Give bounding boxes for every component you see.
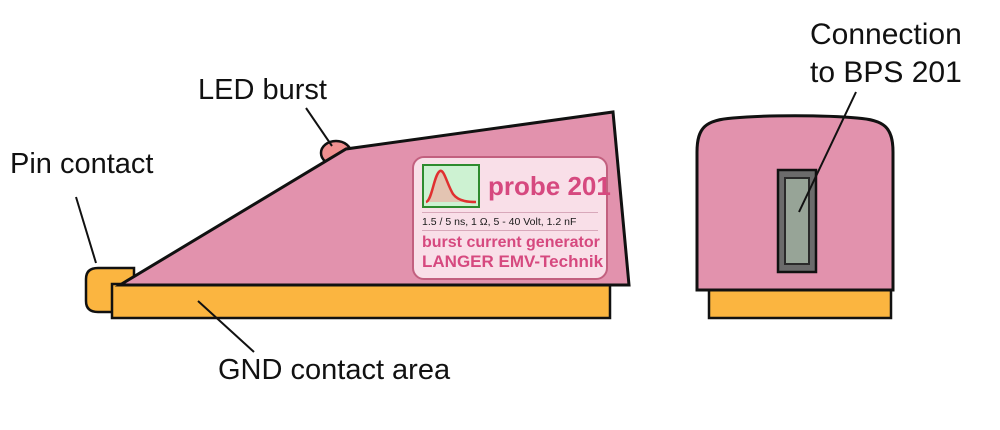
pulse-waveform-icon	[422, 164, 480, 208]
label-manufacturer: LANGER EMV-Technik	[422, 252, 604, 271]
bps-connection-slot-inner	[784, 177, 810, 265]
gnd-contact-area-label: GND contact area	[218, 354, 451, 386]
label-device-type: burst current generator	[422, 234, 600, 251]
label-product-name: probe 201	[488, 170, 611, 201]
end-view-base	[707, 288, 893, 320]
bps-connection-leader-line	[798, 91, 857, 213]
product-label: probe 201 1.5 / 5 ns, 1 Ω, 5 - 40 Volt, …	[412, 156, 611, 280]
label-specs: 1.5 / 5 ns, 1 Ω, 5 - 40 Volt, 1.2 nF	[422, 212, 598, 231]
connection-bps-label-line2: to BPS 201	[810, 55, 962, 89]
gnd-contact-leader-line	[197, 300, 255, 353]
product-label-header: probe 201	[422, 164, 611, 208]
connection-bps-label-line1: Connection	[810, 18, 962, 51]
connection-bps-label: Connection to BPS 201	[810, 16, 962, 91]
led-burst-leader-line	[305, 107, 333, 147]
pin-contact-leader-line	[75, 196, 97, 264]
gnd-contact-base	[110, 282, 612, 320]
pin-contact-label: Pin contact	[10, 148, 154, 180]
led-burst-label: LED burst	[198, 74, 327, 106]
